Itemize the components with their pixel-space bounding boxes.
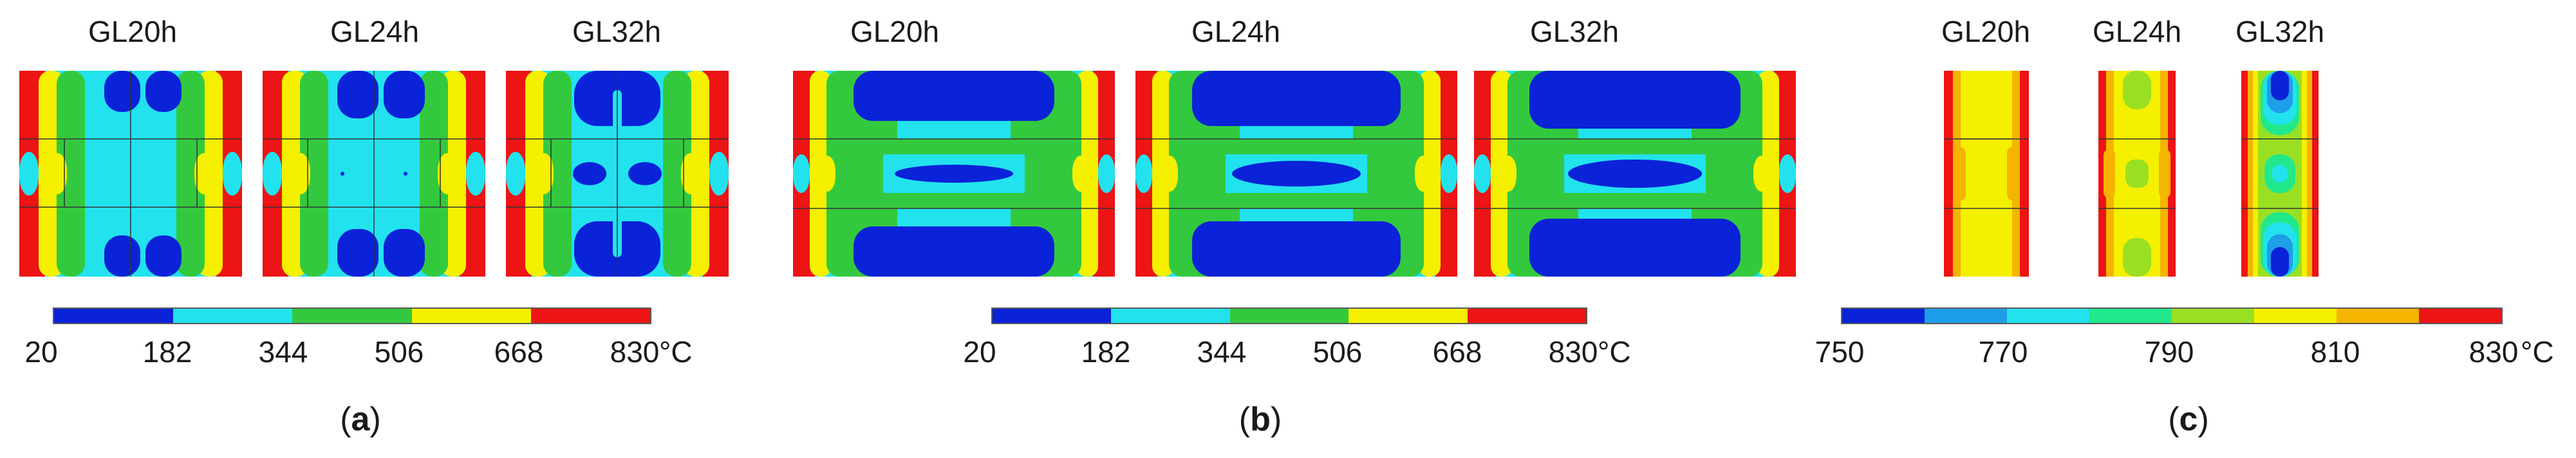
panel-b: GL20h GL24h GL32h [785,0,1828,458]
caption-c-close: ) [2198,401,2209,438]
colorbar-b-seg [1467,309,1587,323]
temperature-map-c3 [2241,71,2319,277]
colorbar-a-tick: 830 [610,335,660,369]
colorbar-c-seg [2337,309,2419,323]
colorbar-c-seg [2419,309,2501,323]
colorbar-b-seg [1111,309,1230,323]
colorbar-a-seg [173,309,293,323]
caption-c-letter: c [2179,401,2198,438]
caption-b-close: ) [1270,401,1282,438]
colorbar-c-seg [2254,309,2337,323]
colorbar-a [53,307,651,324]
caption-c-open: ( [2168,401,2179,438]
colorbar-c-unit: °C [2521,335,2554,369]
caption-a-close: ) [369,401,381,438]
panel-a: GL20h GL24h GL32h [0,0,729,458]
colorbar-a-tick: 182 [142,335,192,369]
map-title-b1: GL20h [850,15,940,48]
colorbar-a-tick: 668 [494,335,544,369]
colorbar-b-seg [1349,309,1468,323]
colorbar-b-tick: 344 [1197,335,1247,369]
colorbar-c-seg [1925,309,2007,323]
colorbar-a-seg [530,309,651,323]
temperature-map-b1 [793,71,1115,277]
caption-c: (c) [2168,400,2209,439]
colorbar-c-tick: 790 [2144,335,2194,369]
colorbar-c-tick: 810 [2310,335,2360,369]
map-title-c3: GL32h [2235,15,2325,48]
colorbar-c-seg [2172,309,2254,323]
temperature-map-a1 [19,71,242,277]
colorbar-b [991,307,1587,324]
colorbar-c-tick: 830 [2469,335,2519,369]
colorbar-a-tick: 506 [374,335,424,369]
temperature-map-a2 [263,71,485,277]
colorbar-c [1841,307,2503,324]
colorbar-b-tick: 506 [1312,335,1363,369]
map-title-a1: GL20h [88,15,178,48]
map-title-c1: GL20h [1941,15,2031,48]
map-title-b2: GL24h [1191,15,1281,48]
colorbar-a-seg [411,309,531,323]
colorbar-a-tick: 344 [258,335,308,369]
colorbar-c-tick: 750 [1815,335,1865,369]
temperature-map-c1 [1944,71,2029,277]
caption-b-open: ( [1238,401,1251,438]
colorbar-a-unit: °C [659,335,693,369]
temperature-map-b2 [1135,71,1457,277]
caption-b: (b) [1239,400,1282,439]
colorbar-c-seg [2089,309,2172,323]
colorbar-b-tick: 830 [1548,335,1598,369]
colorbar-c-seg [2007,309,2089,323]
colorbar-a-seg [292,309,412,323]
colorbar-b-unit: °C [1598,335,1631,369]
temperature-map-a3 [506,71,729,277]
map-title-a3: GL32h [572,15,662,48]
map-title-b3: GL32h [1529,15,1619,48]
map-title-c2: GL24h [2092,15,2182,48]
colorbar-c-tick: 770 [1978,335,2028,369]
colorbar-b-seg [1229,309,1349,323]
colorbar-b-tick: 182 [1081,335,1131,369]
temperature-map-b3 [1474,71,1796,277]
colorbar-c-seg [1842,309,1925,323]
caption-b-letter: b [1250,401,1271,438]
caption-a: (a) [340,400,381,439]
colorbar-b-tick: 668 [1432,335,1482,369]
colorbar-a-seg [54,309,174,323]
panel-c: GL20h GL24h GL32h [1815,0,2576,458]
caption-a-open: ( [340,401,351,438]
colorbar-b-seg [993,309,1112,323]
map-title-a2: GL24h [330,15,420,48]
caption-a-letter: a [351,401,370,438]
colorbar-b-tick: 20 [963,335,996,369]
colorbar-a-tick: 20 [24,335,58,369]
temperature-map-c2 [2098,71,2176,277]
